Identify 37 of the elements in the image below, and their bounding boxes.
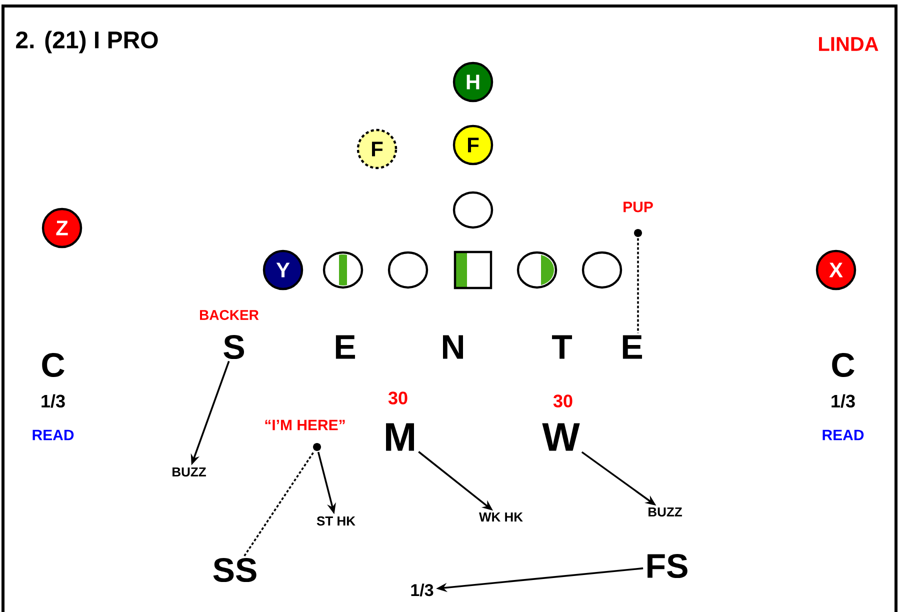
defender-letter: M (386, 423, 414, 451)
defender-letter: SS (213, 558, 256, 582)
dot (634, 229, 642, 237)
assignment-label: WK HK (479, 512, 523, 522)
call-label: BACKER (200, 310, 259, 320)
call-label: 30 (553, 394, 572, 408)
lineman-circle (582, 251, 622, 289)
zone-label: 1/3 (42, 394, 65, 408)
defender-letter: W (542, 423, 580, 451)
defender-letter: S (224, 334, 244, 360)
title: 2. (21) I PRO (16, 30, 158, 54)
dot (313, 443, 321, 451)
defender-letter: C (42, 352, 64, 378)
defender-letter: E (336, 335, 355, 359)
dashed-line (244, 450, 315, 556)
coverage-note: READ (822, 430, 864, 440)
defender-letter: C (832, 352, 854, 378)
assignment-label: BUZZ (648, 507, 682, 517)
call-label: 30 (388, 392, 408, 404)
zone-label: 1/3 (832, 394, 855, 408)
lineman-circle (388, 251, 428, 289)
dashed-line (637, 238, 639, 334)
play-name: LINDA (819, 37, 878, 51)
zone-label: 1/3 (411, 584, 434, 596)
call-label: PUP (624, 202, 653, 212)
defender-letter: T (552, 335, 572, 359)
coverage-note: READ (32, 430, 74, 440)
assignment-label: BUZZ (172, 467, 206, 477)
lineman-circle (322, 251, 364, 289)
defender-letter: FS (648, 554, 688, 578)
lineman-circle (516, 251, 558, 289)
lineman-circle (452, 191, 494, 229)
defender-letter: E (622, 335, 642, 359)
defender-letter: N (443, 335, 463, 359)
center-square (454, 250, 492, 290)
assignment-label: ST HK (316, 516, 356, 526)
call-label: “I’M HERE” (265, 420, 345, 430)
